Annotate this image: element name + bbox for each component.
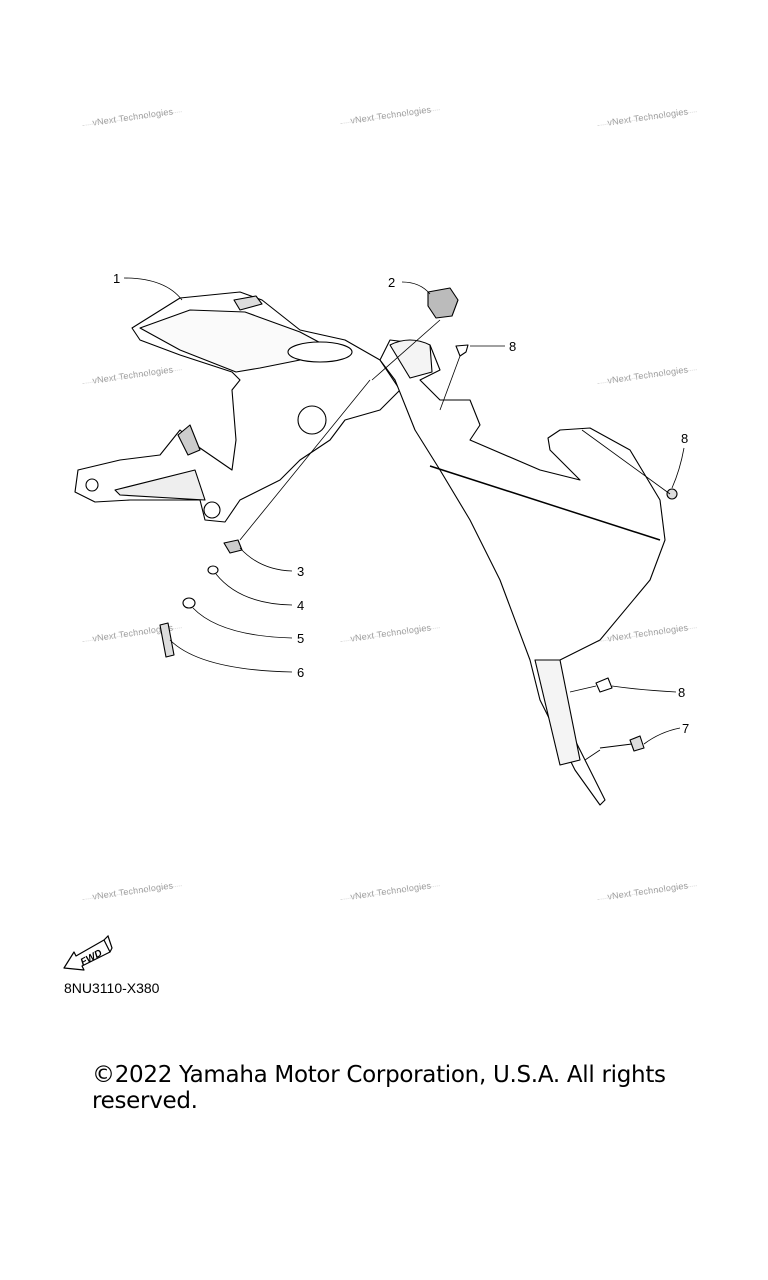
callout-6: 6 bbox=[297, 665, 304, 680]
fwd-arrow-icon: FWD bbox=[63, 934, 113, 971]
callout-8: 8 bbox=[509, 339, 516, 354]
part-large-cover bbox=[379, 339, 666, 806]
callout-1: 1 bbox=[113, 271, 120, 286]
callout-4: 4 bbox=[297, 598, 304, 613]
part-6-bolt bbox=[159, 622, 175, 658]
callout-8: 8 bbox=[678, 685, 685, 700]
copyright-notice: ©2022 Yamaha Motor Corporation, U.S.A. A… bbox=[92, 1062, 666, 1114]
part-3-nut bbox=[223, 539, 243, 554]
callout-2: 2 bbox=[388, 275, 395, 290]
callout-7: 7 bbox=[682, 721, 689, 736]
part-7-screw bbox=[599, 735, 645, 752]
part-8-clip bbox=[595, 677, 613, 693]
part-4-washer bbox=[207, 565, 219, 575]
part-2 bbox=[427, 287, 459, 319]
callout-5: 5 bbox=[297, 631, 304, 646]
part-5-washer bbox=[182, 597, 196, 609]
part-8-clip bbox=[455, 344, 469, 357]
diagram-code: 8NU3110-X380 bbox=[64, 980, 160, 996]
callout-8: 8 bbox=[681, 431, 688, 446]
callout-3: 3 bbox=[297, 564, 304, 579]
part-8-clip bbox=[666, 488, 678, 500]
fwd-label: FWD bbox=[79, 948, 104, 968]
